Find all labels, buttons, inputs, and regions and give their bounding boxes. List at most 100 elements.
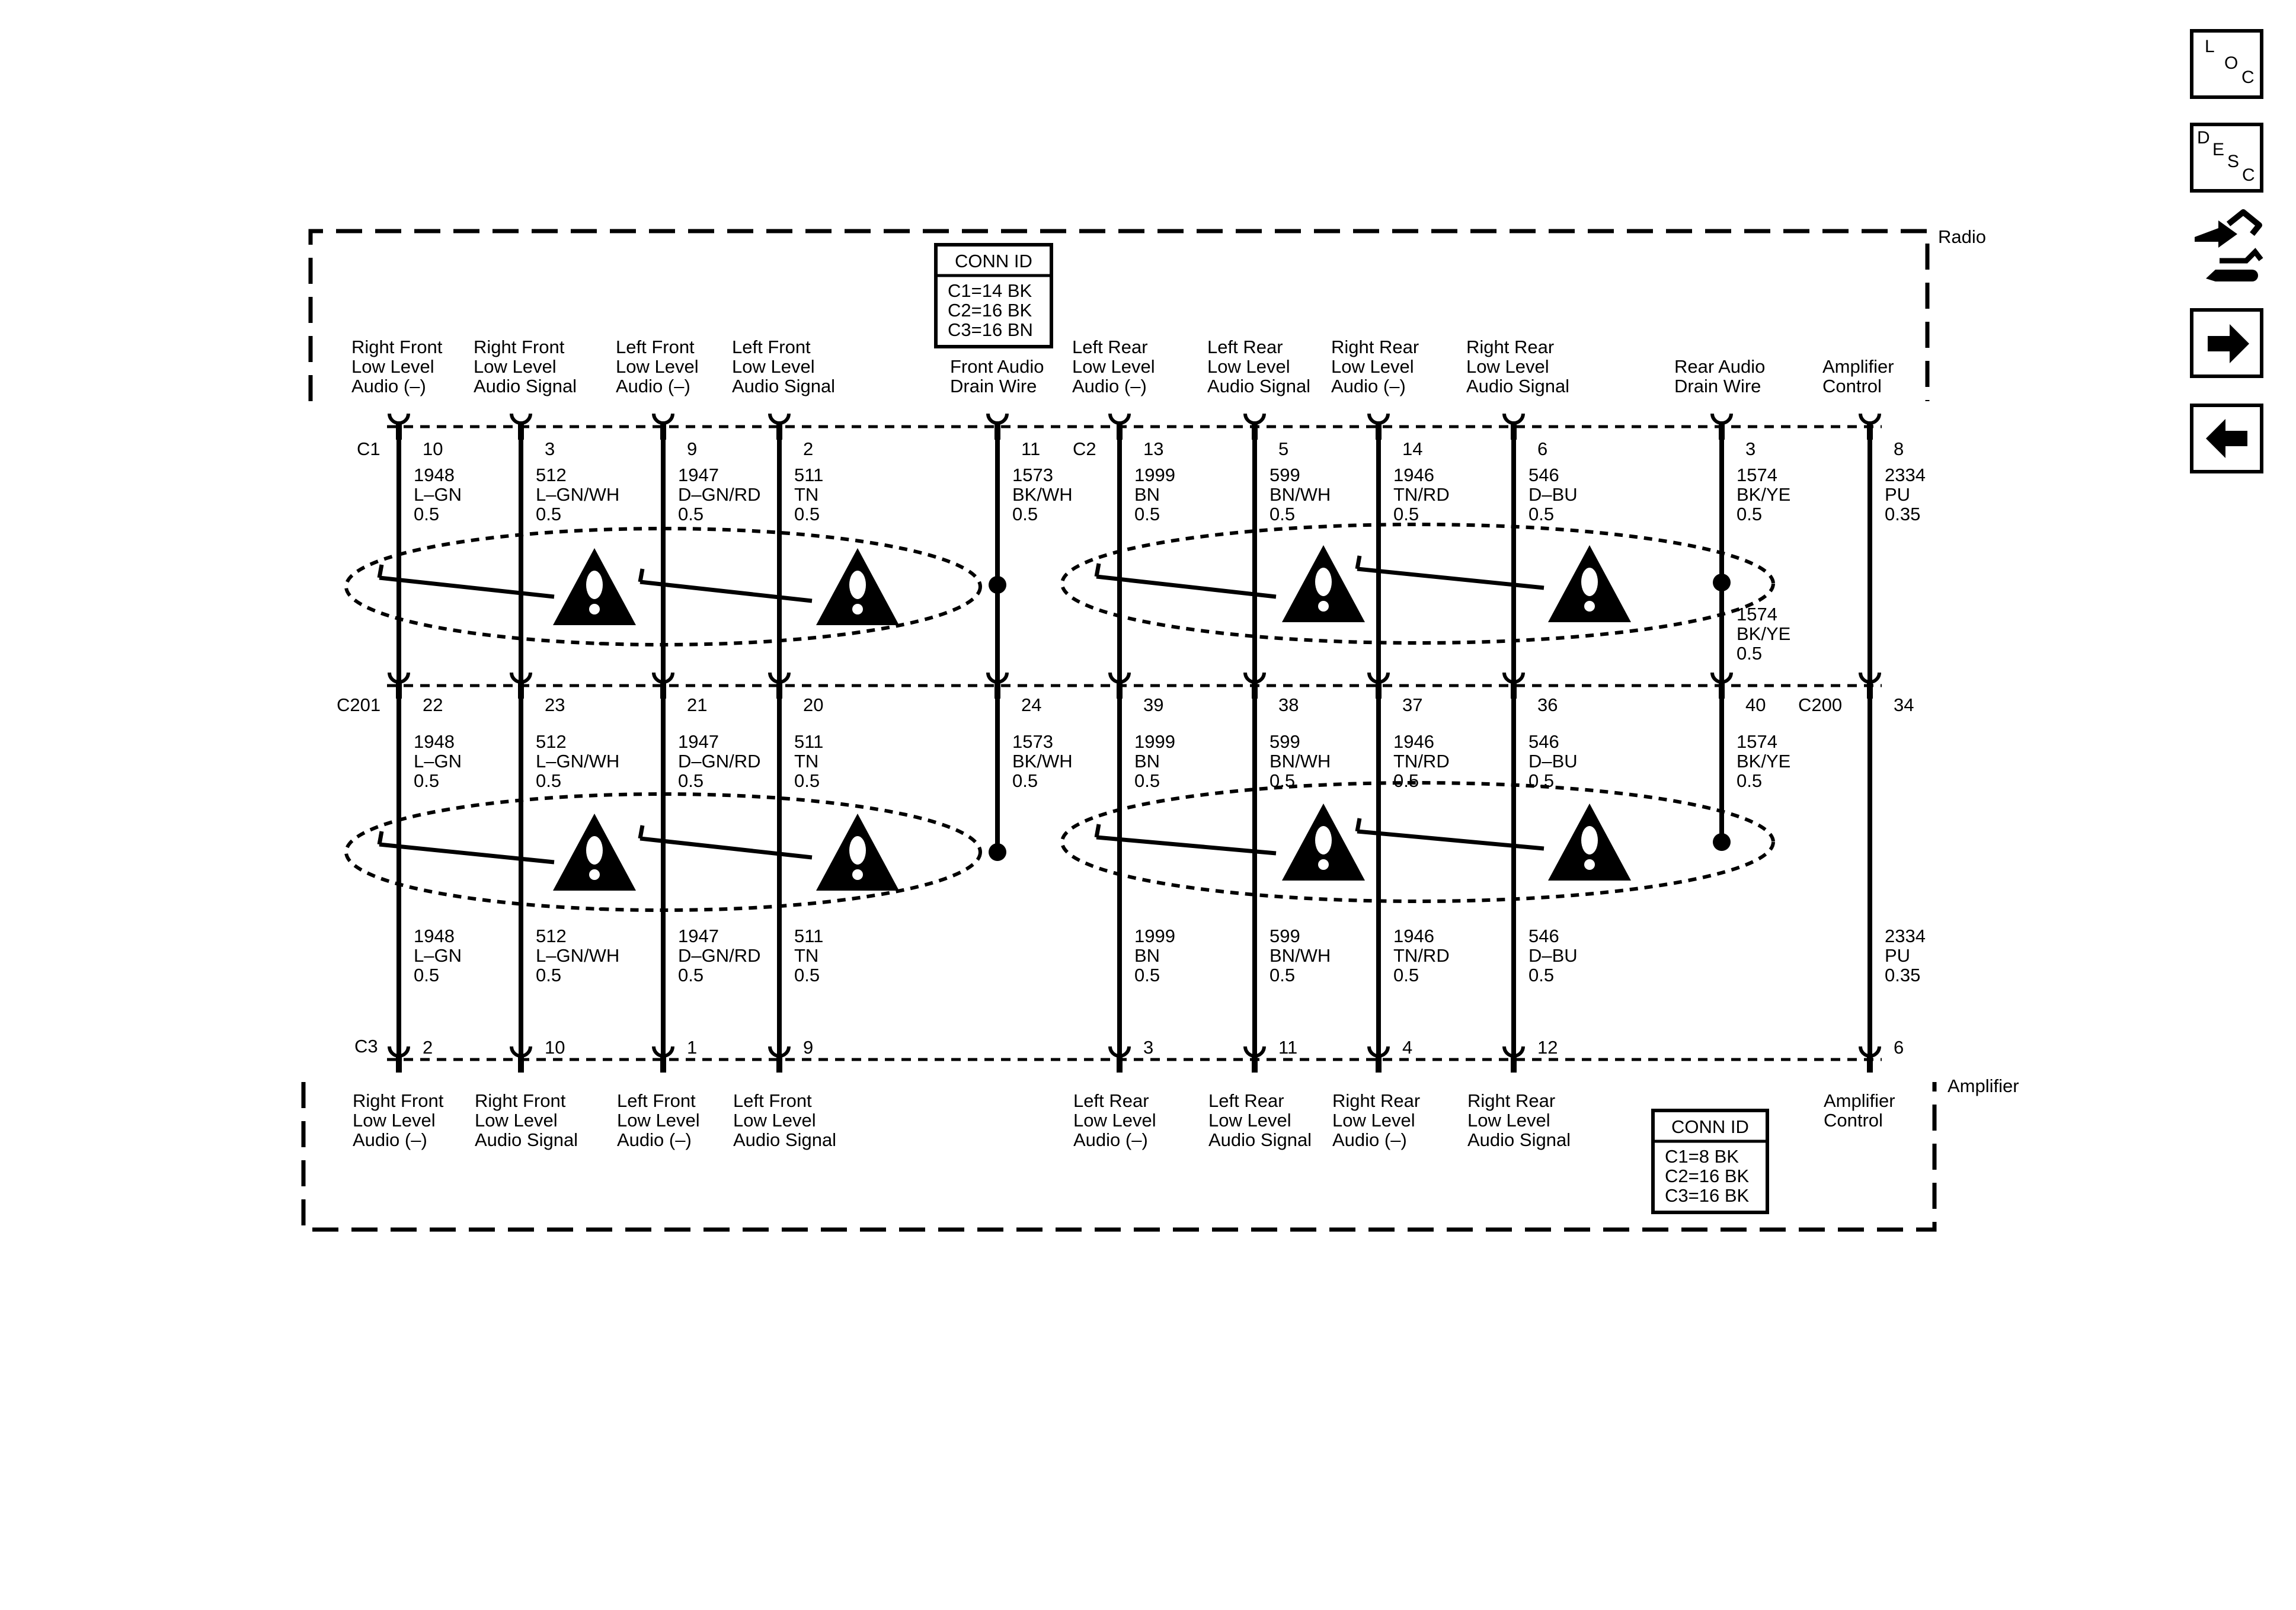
loc-button-frame[interactable] [2190,29,2263,99]
pin-number: 23 [545,694,565,715]
amplifier-pin-label: Left Front [733,1090,812,1111]
back-button-frame[interactable] [2190,404,2263,473]
amplifier-terminal [1502,1046,1525,1073]
caution-dot [589,604,600,614]
radio-pin-label: Audio Signal [474,376,577,396]
desc-button-frame[interactable] [2190,123,2263,193]
female-terminal [768,413,791,425]
radio-terminal [1502,413,1525,440]
male-terminal [1511,682,1517,699]
wire-info: 1574 [1737,731,1777,752]
radio-pin-label: Low Level [1466,356,1549,377]
twist-line [639,836,813,860]
wire-info: 0.35 [1885,965,1920,985]
wire-info: 0.5 [1528,965,1554,985]
next-button[interactable] [2190,308,2263,378]
pin-number: 24 [1021,694,1041,715]
desc-letter: E [2212,140,2224,159]
loc-button[interactable]: LOC [2190,29,2263,99]
hand-finger [2220,248,2263,264]
pin-number: 21 [687,694,707,715]
wire-info: D–BU [1528,484,1578,505]
caution-icon [553,548,636,625]
radio-pin-label: Left Front [616,337,695,357]
wire-info: PU [1885,945,1910,966]
wire-info: 1946 [1393,926,1434,946]
amplifier-terminal [1367,1046,1390,1073]
pin-number: 11 [1021,438,1040,459]
rear-shield-upper [1060,523,1775,645]
pin-number: 8 [1894,438,1904,459]
desc-letter: D [2197,128,2210,148]
wire-info: BN [1134,945,1160,966]
radio-pin-label: Low Level [1072,356,1155,377]
male-terminal [660,682,666,699]
pin-number: 3 [1143,1037,1153,1058]
male-terminal [1867,423,1873,440]
pin-number: 3 [545,438,555,459]
desc-letter: S [2227,152,2239,171]
wire-info: TN/RD [1393,484,1450,505]
wire-info: L–GN [414,751,462,772]
radio-pin-label: Low Level [1331,356,1414,377]
caution-icon [1282,804,1365,881]
inline-terminal [1108,672,1131,699]
male-terminal [1117,682,1123,699]
wire-info: 0.5 [536,965,561,985]
conn-id-line: C3=16 BK [1665,1185,1750,1206]
wire-info: 0.5 [1134,504,1160,524]
male-terminal [776,423,782,440]
wire-info: 0.5 [1737,504,1762,524]
radio-pin-label: Audio Signal [732,376,835,396]
wire-info: 512 [536,926,567,946]
wire-info: 0.5 [794,504,820,524]
wire-info: 0.5 [536,770,561,791]
amplifier-terminal [652,1046,674,1073]
connector-label-c200: C200 [1798,694,1842,715]
conn-id-frame [1651,1109,1769,1214]
amplifier-pin-label: Low Level [1208,1110,1291,1131]
female-terminal [1367,413,1390,425]
drain-splice [989,576,1006,594]
wire-info: BN [1134,484,1160,505]
connector-button[interactable] [2195,209,2263,281]
amplifier-pin-label: Low Level [1467,1110,1550,1131]
caution-mark [849,836,866,865]
caution-icon [816,548,899,625]
front-shield-upper [344,527,1006,646]
wire-info: 0.35 [1885,504,1920,524]
pin-number: 14 [1402,438,1422,459]
male-terminal [776,1056,782,1073]
twist-line [639,580,813,603]
inline-terminal [1859,672,1881,699]
desc-letter: C [2242,165,2255,185]
radio-terminal [1367,413,1390,440]
radio-terminal [768,413,791,440]
radio-pin-label: Drain Wire [950,376,1037,396]
shield-outline [344,527,982,646]
caution-dot [1318,601,1329,612]
conn-id-line: C1=8 BK [1665,1146,1739,1167]
caution-icon [816,814,899,891]
caution-dot [1584,859,1595,870]
wire-info: TN [794,751,818,772]
pin-number: 2 [423,1037,433,1058]
radio-terminal [1108,413,1131,440]
amplifier-pin-label: Audio (–) [1073,1129,1148,1150]
radio-pin-label: Audio (–) [616,376,690,396]
amplifier-pin-label: Low Level [353,1110,436,1131]
male-terminal [1252,423,1258,440]
wire-info: TN [794,484,818,505]
wire-info: BK/WH [1012,751,1073,772]
amplifier-pin-label: Right Front [353,1090,444,1111]
conn-id-line: C2=16 BK [948,300,1032,321]
back-button[interactable] [2190,404,2263,473]
wire-info: 1999 [1134,465,1175,485]
conn-id-title: CONN ID [955,251,1032,271]
female-terminal [388,413,410,425]
wire-info: 1947 [678,465,719,485]
arrow-left-icon [2206,419,2247,458]
